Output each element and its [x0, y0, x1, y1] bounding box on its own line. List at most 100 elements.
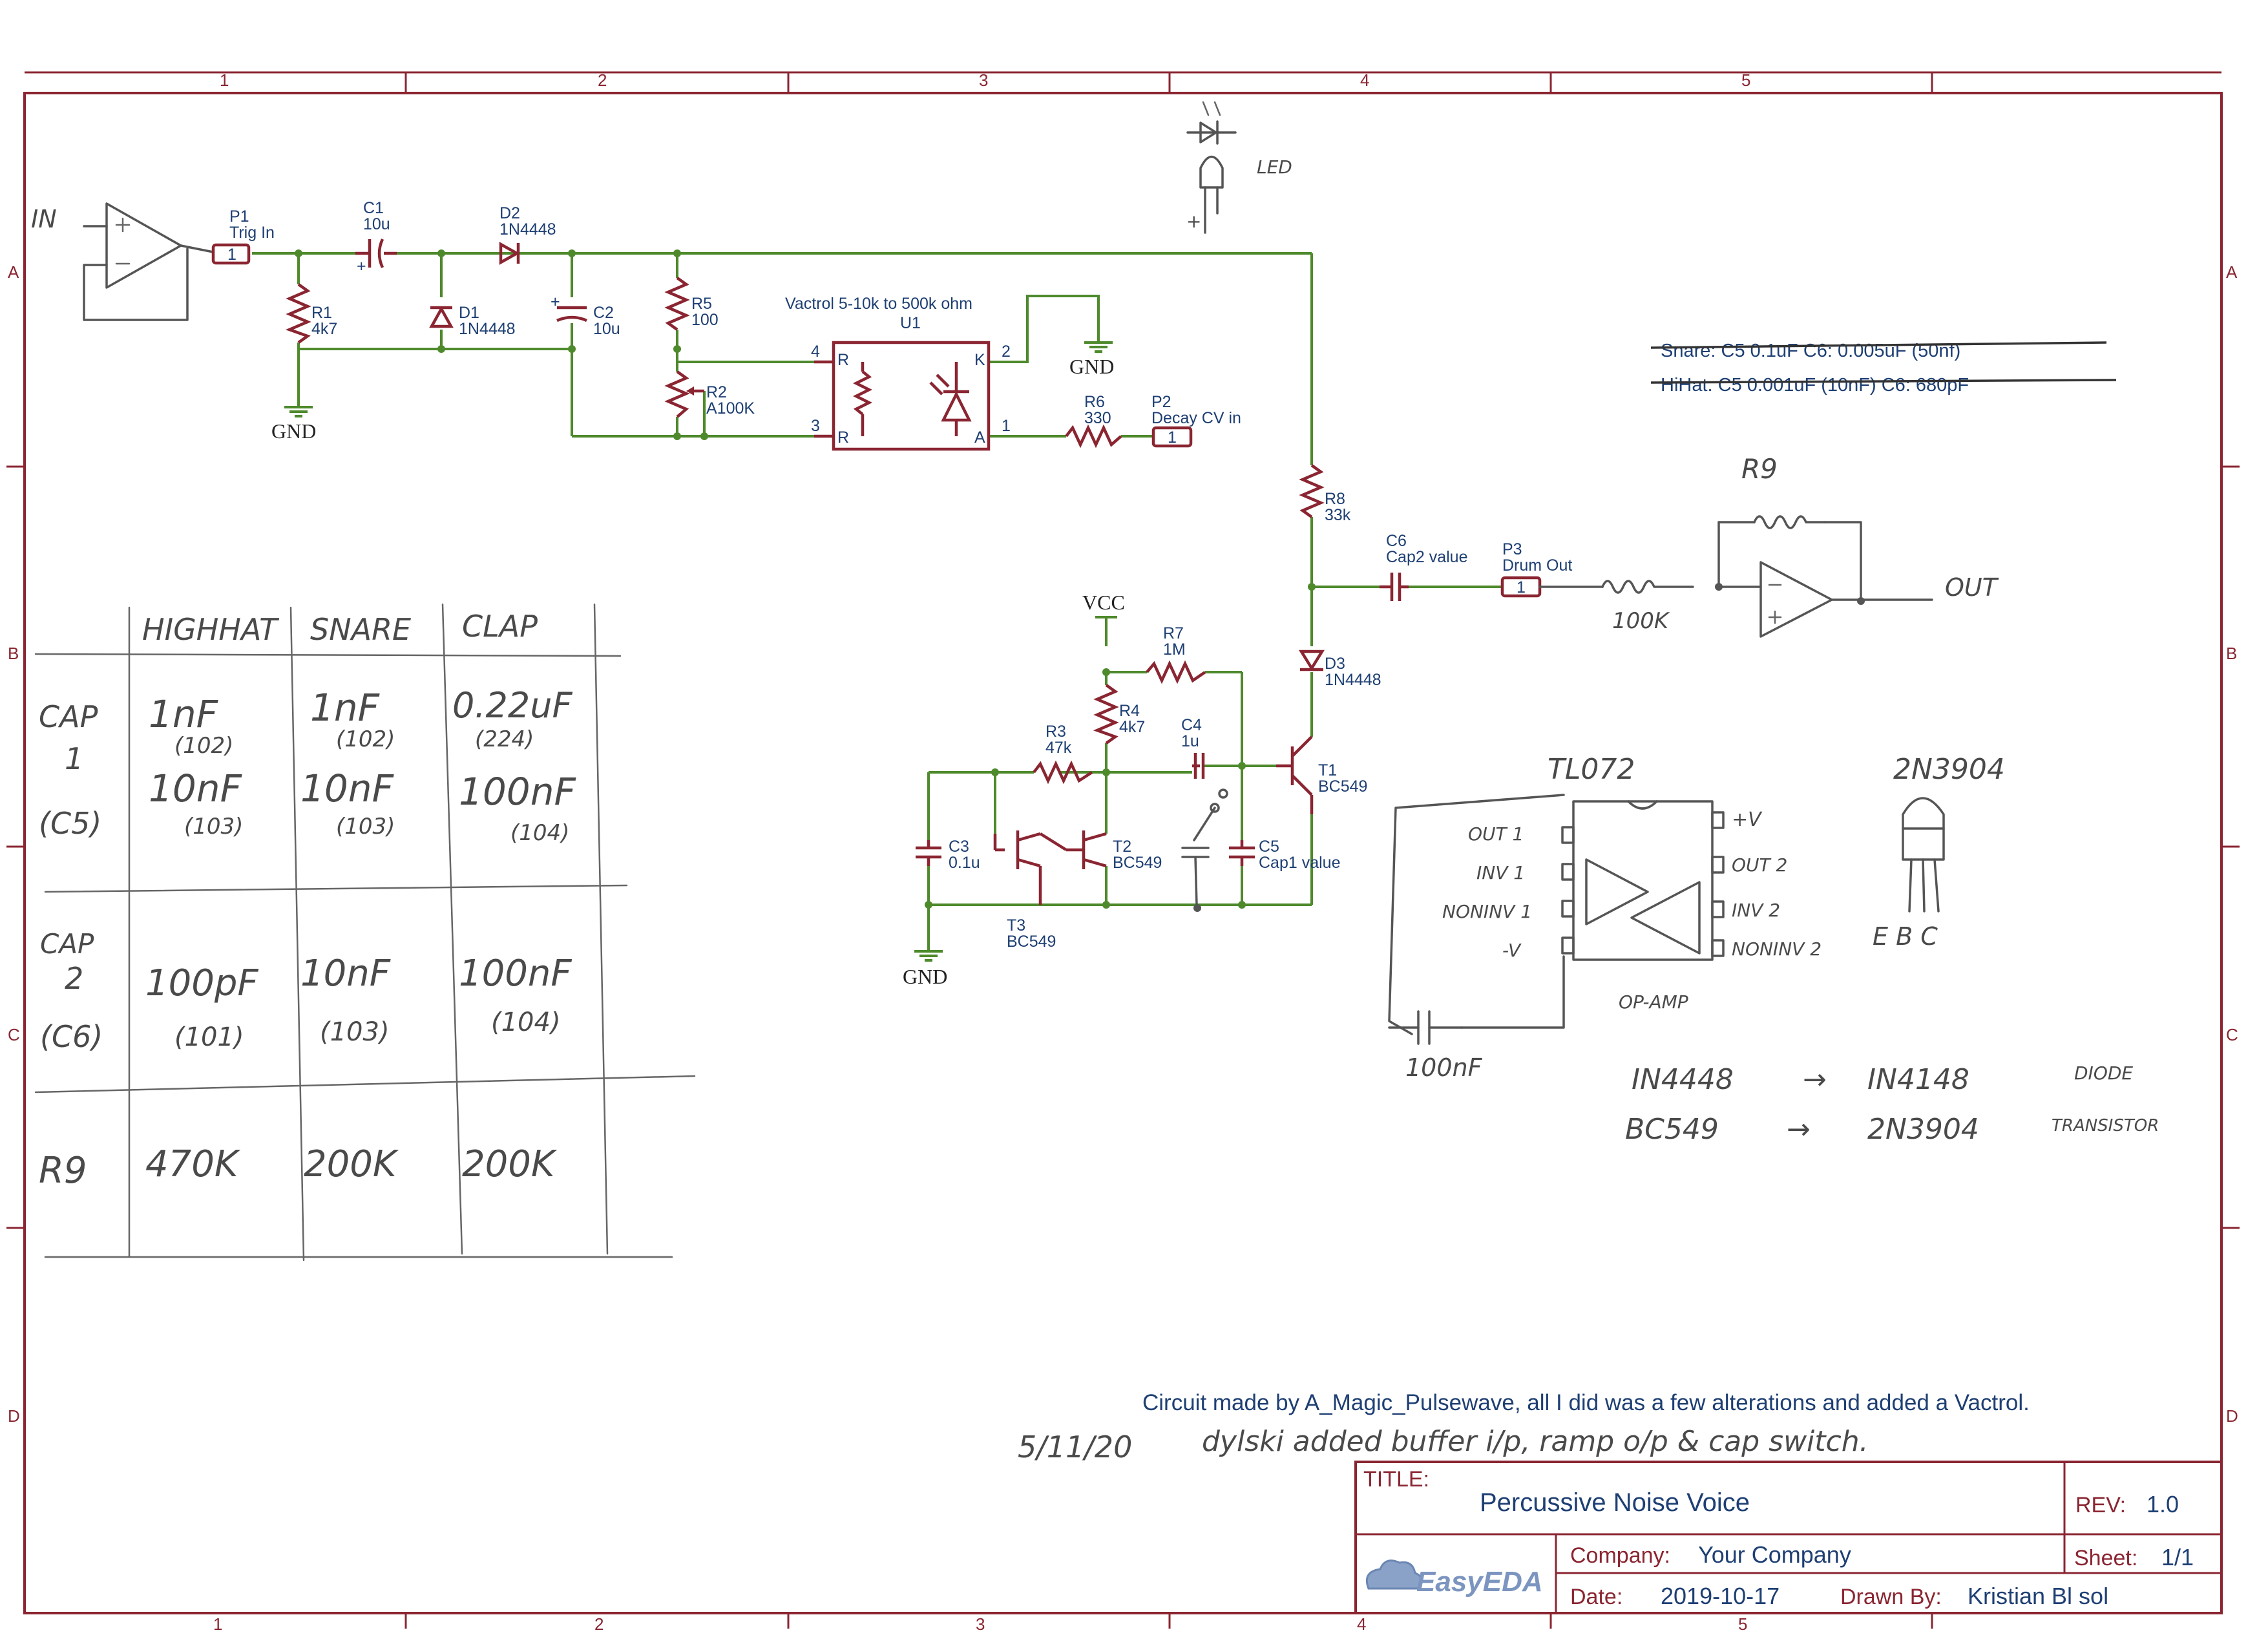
- row-label-a: A: [8, 262, 19, 282]
- row2-label-line1: CAP: [40, 928, 94, 960]
- transistor-pinout-sketch: 2N3904 E B C: [1873, 753, 2005, 951]
- vcc-label: VCC: [1082, 591, 1125, 614]
- col-label-5-bottom: 5: [1738, 1614, 1747, 1634]
- p1-ref: P1: [229, 207, 249, 226]
- date-value: 2019-10-17: [1661, 1583, 1780, 1609]
- row2-label-line2: 2: [65, 961, 83, 996]
- t3-ref: T3: [1007, 916, 1025, 935]
- footer-note-text: dylski added buffer i/p, ramp o/p & cap …: [1202, 1425, 1869, 1458]
- p3-value: Drum Out: [1502, 556, 1572, 575]
- r-100k-label: 100K: [1612, 608, 1670, 634]
- d2-ref: D2: [499, 204, 520, 222]
- company-label: Company:: [1570, 1543, 1670, 1568]
- output-stage-sketch: 100K R9 OUT: [1538, 453, 1999, 638]
- c1-value: 10u: [363, 215, 390, 233]
- d3-ref: D3: [1325, 655, 1345, 673]
- c2-capacitor: + C2 10u: [551, 293, 620, 338]
- sub-diode-note: DIODE: [2074, 1062, 2133, 1084]
- title-value: Percussive Noise Voice: [1480, 1488, 1750, 1517]
- c3-value: 0.1u: [949, 854, 980, 872]
- svg-text:+: +: [1186, 211, 1201, 232]
- r7-value: 1M: [1163, 640, 1186, 659]
- table-header-clap: CLAP: [462, 609, 538, 644]
- col-label-1: 1: [220, 70, 229, 90]
- r2-ref: R2: [706, 383, 727, 401]
- c1-capacitor: + C1 10u: [355, 199, 397, 275]
- tl072-title: TL072: [1548, 753, 1635, 786]
- r8-value: 33k: [1325, 506, 1351, 524]
- t2-value: BC549: [1113, 854, 1162, 872]
- r5-resistor: R5 100: [664, 277, 719, 331]
- r4-resistor: R4 4k7: [1093, 684, 1145, 745]
- r6-value: 330: [1084, 409, 1111, 427]
- p1-value: Trig In: [229, 224, 275, 242]
- row2-cl-1: 100nF: [459, 953, 572, 995]
- col-label-4: 4: [1360, 70, 1369, 90]
- row1-label-line2: 1: [65, 741, 83, 776]
- vcc-symbol: VCC: [1082, 591, 1125, 618]
- t1-value: BC549: [1318, 777, 1367, 796]
- d1-value: 1N4448: [459, 320, 516, 338]
- col-label-1-bottom: 1: [213, 1614, 222, 1634]
- tl072-pin-negv: -V: [1502, 940, 1522, 961]
- c4-ref: C4: [1181, 716, 1202, 734]
- title-label: TITLE:: [1363, 1467, 1429, 1492]
- led-label: LED: [1257, 156, 1292, 178]
- rev-value: 1.0: [2147, 1491, 2179, 1517]
- wires: [252, 252, 1502, 951]
- row3-label: R9: [39, 1150, 87, 1192]
- r3-resistor: R3 47k: [1033, 723, 1093, 785]
- row2-hh-1: 100pF: [145, 962, 258, 1004]
- row1-sn-4: (103): [336, 814, 395, 840]
- row-label-c-right: C: [2226, 1025, 2238, 1044]
- row3-cl: 200K: [462, 1143, 558, 1185]
- u1-pin-4: 4: [811, 343, 820, 361]
- r3-value: 47k: [1045, 739, 1072, 757]
- input-label: IN: [31, 205, 57, 233]
- d1-diode: D1 1N4448: [429, 304, 516, 338]
- col-label-3-bottom: 3: [976, 1614, 985, 1634]
- gnd-label-vactrol: GND: [1069, 355, 1114, 378]
- c4-capacitor: C4 1u: [1181, 716, 1205, 779]
- tl072-pin-out1: OUT 1: [1468, 823, 1524, 845]
- sub-transistor-from: BC549: [1625, 1113, 1719, 1146]
- table-header-snare: SNARE: [310, 612, 411, 647]
- sub-transistor-to: 2N3904: [1867, 1113, 1979, 1146]
- r2-potentiometer: R2 A100K: [664, 370, 755, 418]
- row-label-c: C: [8, 1025, 20, 1044]
- row1-sn-1: 1nF: [310, 686, 381, 730]
- r6-resistor: R6 330: [1065, 393, 1122, 449]
- row2-hh-2: (101): [174, 1022, 244, 1052]
- sub-transistor-arrow: →: [1787, 1113, 1811, 1146]
- row1-cl-2: (224): [475, 726, 534, 752]
- sub-diode-to: IN4148: [1867, 1063, 1969, 1096]
- r7-resistor: R7 1M: [1146, 624, 1206, 684]
- substitution-notes: IN4448 → IN4148 DIODE BC549 → 2N3904 TRA…: [1625, 1062, 2159, 1146]
- r5-value: 100: [691, 311, 719, 329]
- drawn-by-label: Drawn By:: [1840, 1585, 1942, 1609]
- r8-ref: R8: [1325, 490, 1345, 508]
- row2-sn-1: 10nF: [300, 953, 391, 995]
- u1-label-r: R: [837, 351, 849, 369]
- t1-ref: T1: [1318, 761, 1337, 779]
- tl072-caption: OP-AMP: [1619, 991, 1688, 1013]
- t1-transistor: T1 BC549: [1276, 735, 1367, 814]
- r3-ref: R3: [1045, 723, 1066, 741]
- u1-vactrol: Vactrol 5-10k to 500k ohm U1 4 3 2 1 R R…: [785, 295, 1011, 451]
- p1-pin: 1: [227, 246, 236, 264]
- easyeda-logo-text: EasyEDA: [1416, 1566, 1543, 1598]
- transistor-pins: E B C: [1873, 922, 1938, 951]
- t2-transistor: T2 BC549: [1066, 830, 1162, 872]
- p1-connector: 1 P1 Trig In: [211, 207, 275, 265]
- col-label-3: 3: [979, 70, 988, 90]
- d3-diode: D3 1N4448: [1298, 650, 1381, 689]
- row2-label-line3: (C6): [40, 1019, 103, 1054]
- tl072-pin-inv2: INV 2: [1732, 900, 1780, 921]
- drawn-by-value: Kristian Bl sol: [1968, 1583, 2108, 1609]
- r4-ref: R4: [1119, 702, 1140, 720]
- sub-transistor-note: TRANSISTOR: [2052, 1116, 2159, 1136]
- p2-pin: 1: [1168, 428, 1177, 447]
- c5-value: Cap1 value: [1259, 854, 1340, 872]
- bypass-cap-label: 100nF: [1405, 1053, 1483, 1082]
